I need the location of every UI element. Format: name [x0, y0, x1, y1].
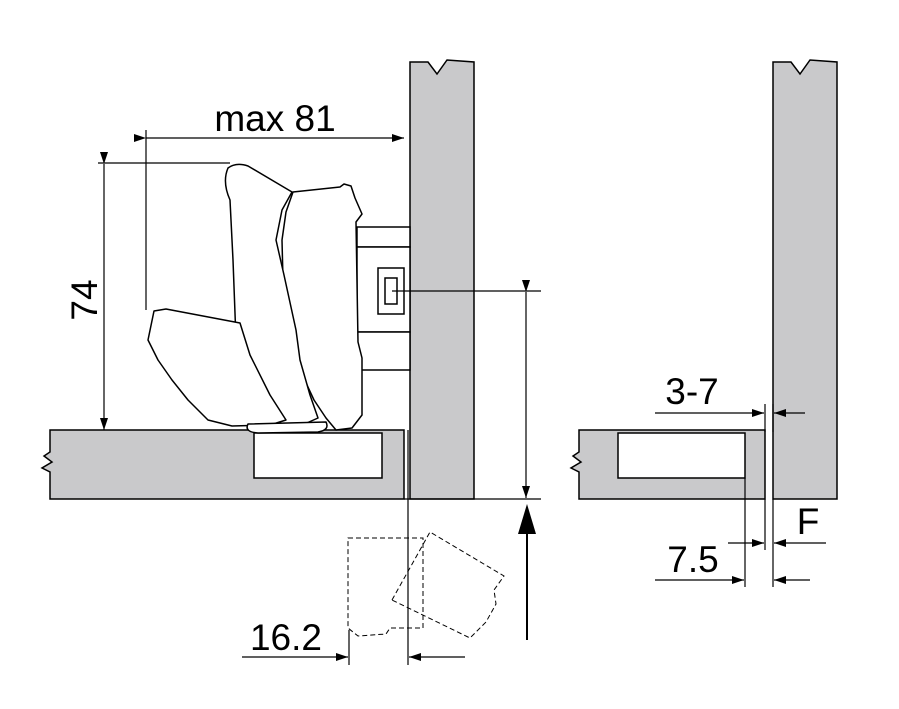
side-panel-right [772, 59, 838, 500]
mounting-plate [356, 226, 411, 371]
label-16-2: 16.2 [250, 617, 322, 658]
cup-recess [253, 432, 383, 479]
right-view: 3-7 F 7.5 [569, 59, 838, 587]
label-3-7: 3-7 [665, 371, 718, 412]
open-position-outline [347, 531, 505, 639]
label-f: F [797, 501, 820, 542]
left-view: max 81 74 16.2 [40, 59, 541, 665]
label-max-81: max 81 [214, 98, 335, 139]
hinge-body [147, 163, 363, 434]
label-74: 74 [64, 279, 105, 320]
up-arrow-icon [518, 504, 536, 640]
side-panel-left [409, 59, 475, 500]
label-7-5: 7.5 [667, 539, 718, 580]
cup-recess-right [617, 432, 746, 479]
